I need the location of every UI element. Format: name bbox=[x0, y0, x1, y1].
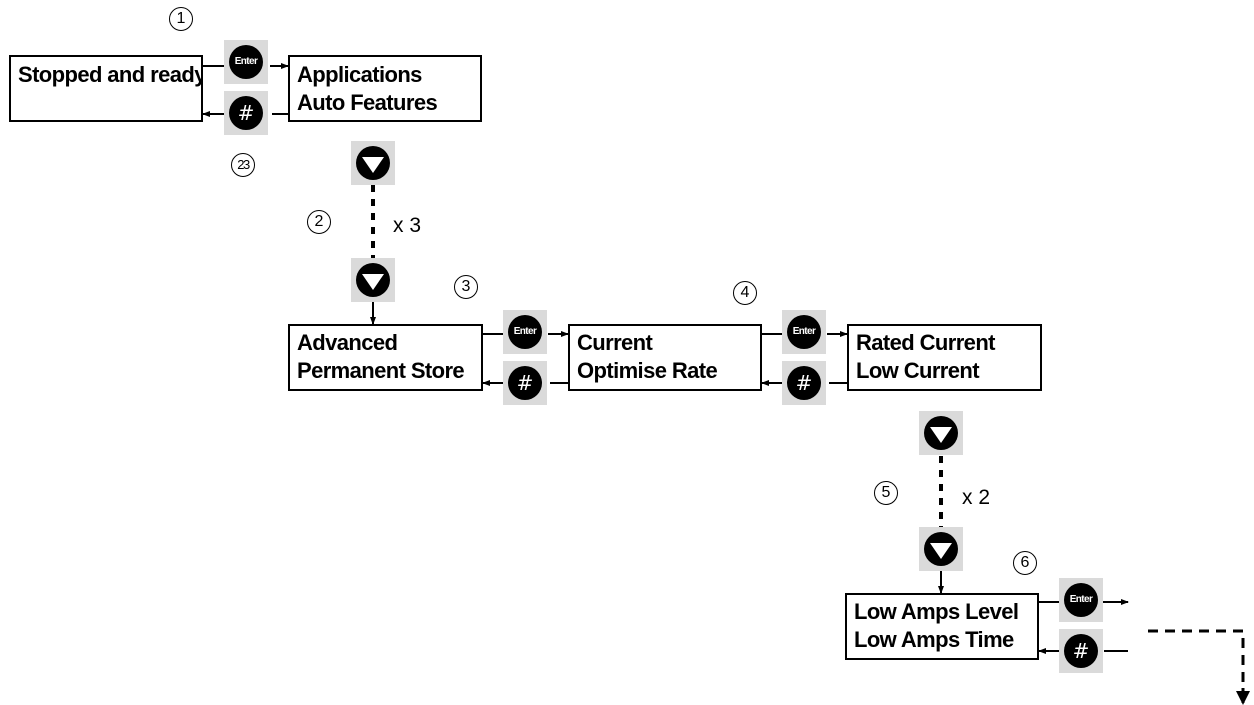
menu-line-2: Optimise Rate bbox=[577, 358, 718, 383]
enter-button[interactable]: Enter bbox=[224, 40, 268, 84]
enter-label: Enter bbox=[792, 326, 816, 337]
menu-box-stopped-ready: Stopped and ready bbox=[9, 55, 203, 122]
repeat-count-label: x 3 bbox=[393, 214, 422, 237]
hash-button[interactable]: # bbox=[503, 361, 547, 405]
enter-button[interactable]: Enter bbox=[503, 310, 547, 354]
menu-box-low-amps: Low Amps Level Low Amps Time bbox=[845, 593, 1039, 660]
menu-line-2: Auto Features bbox=[297, 90, 438, 115]
step-number: 3 bbox=[454, 275, 478, 299]
hash-label: # bbox=[795, 371, 813, 395]
down-arrow-button[interactable] bbox=[919, 411, 963, 455]
down-triangle-icon bbox=[930, 427, 952, 443]
menu-line-1: Applications bbox=[297, 62, 422, 87]
menu-line-2: Low Amps Time bbox=[854, 627, 1014, 652]
hash-label: # bbox=[1072, 639, 1090, 663]
enter-label: Enter bbox=[234, 56, 258, 67]
down-arrow-button[interactable] bbox=[351, 141, 395, 185]
step-number: 5 bbox=[874, 481, 898, 505]
menu-line-1: Stopped and ready bbox=[18, 62, 203, 87]
down-triangle-icon bbox=[362, 157, 384, 173]
repeat-count-label: x 2 bbox=[962, 486, 991, 509]
menu-line-2: Permanent Store bbox=[297, 358, 465, 383]
step-number: 4 bbox=[733, 281, 757, 305]
menu-line-1: Rated Current bbox=[856, 330, 995, 355]
menu-line-1: Advanced bbox=[297, 330, 398, 355]
down-triangle-icon bbox=[362, 274, 384, 290]
hash-button[interactable]: # bbox=[1059, 629, 1103, 673]
menu-box-rated-current: Rated Current Low Current bbox=[847, 324, 1042, 391]
hash-button[interactable]: # bbox=[782, 361, 826, 405]
enter-button[interactable]: Enter bbox=[782, 310, 826, 354]
continuation-dashed-link bbox=[1148, 629, 1245, 690]
menu-box-applications: Applications Auto Features bbox=[288, 55, 482, 122]
down-arrow-button[interactable] bbox=[919, 527, 963, 571]
down-triangle-icon bbox=[930, 543, 952, 559]
step-number: 1 bbox=[169, 7, 193, 31]
menu-box-current: Current Optimise Rate bbox=[568, 324, 762, 391]
enter-label: Enter bbox=[513, 326, 537, 337]
down-arrow-button[interactable] bbox=[351, 258, 395, 302]
hash-label: # bbox=[237, 101, 255, 125]
step-number: 6 bbox=[1013, 551, 1037, 575]
step-number: 23 bbox=[231, 153, 255, 177]
menu-line-1: Current bbox=[577, 330, 653, 355]
menu-line-1: Low Amps Level bbox=[854, 599, 1019, 624]
hash-button[interactable]: # bbox=[224, 91, 268, 135]
hash-label: # bbox=[516, 371, 534, 395]
enter-button[interactable]: Enter bbox=[1059, 578, 1103, 622]
step-number: 2 bbox=[307, 210, 331, 234]
menu-line-2: Low Current bbox=[856, 358, 980, 383]
enter-label: Enter bbox=[1069, 594, 1093, 605]
menu-box-advanced: Advanced Permanent Store bbox=[288, 324, 483, 391]
